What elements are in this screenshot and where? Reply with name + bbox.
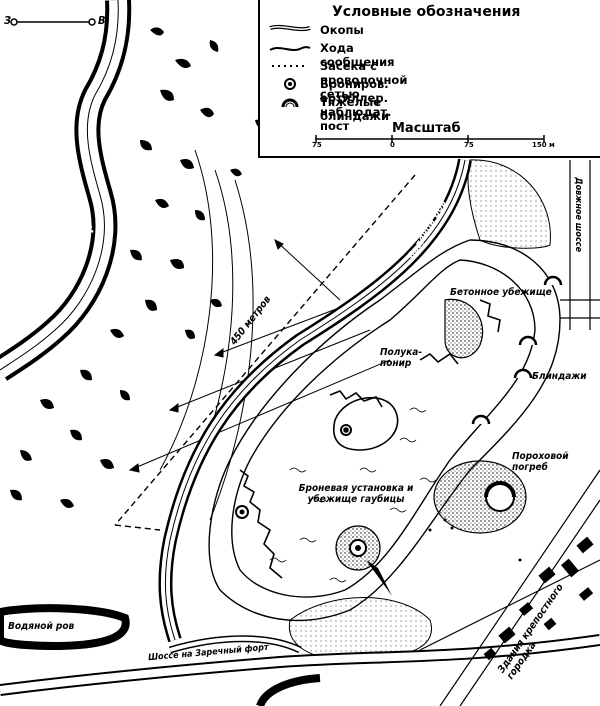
caponier-label: Полука-понир (380, 347, 423, 369)
scale-tick: 0 (390, 141, 395, 149)
dugout-icon (281, 98, 299, 108)
ditch-bottom-label: Водяной ров (8, 621, 75, 632)
trench-lines (239, 299, 501, 579)
legend-title: Условные обозначения (332, 4, 521, 20)
observation-post-icon (284, 78, 296, 90)
compass-east: В (98, 14, 106, 27)
fire-arrows (128, 239, 391, 473)
communication-passage-icon (269, 46, 311, 51)
scale-tick: 75 (312, 141, 322, 149)
water-ditch (158, 158, 472, 643)
distance-line (114, 174, 416, 531)
compass-west: З (4, 14, 12, 27)
dugouts-label: Блиндажи (532, 371, 587, 382)
scale-title: Масштаб (392, 121, 461, 136)
river-bobr (0, 0, 132, 381)
legend-label: Окопы (320, 23, 364, 37)
concrete-shelter (444, 298, 484, 359)
legend: Условные обозначения Окопы Хода сообщени… (258, 0, 600, 158)
legend-label: Засека с проволочной сетью (320, 59, 408, 101)
water-ditch-bottom (0, 604, 130, 651)
pond-top-right (467, 159, 551, 249)
compass (10, 18, 96, 26)
wire-abatis-icon (272, 65, 308, 67)
fortress-buildings (483, 536, 594, 661)
heavy-dugouts (471, 275, 563, 425)
armored-unit-label: Броневая установка и убежище гаубицы (298, 483, 414, 505)
terrain-marks (269, 407, 437, 583)
central-redoubt (333, 396, 399, 451)
scale-bar (315, 135, 545, 143)
marsh-area (10, 27, 265, 508)
legend-label: Хода сообщения (320, 41, 395, 69)
observation-post-left (235, 505, 249, 519)
legend-label: Тяжелые блиндажи (320, 95, 390, 123)
trench-icon (269, 24, 311, 32)
scale-tick: 75 (464, 141, 474, 149)
scale-tick: 150 м (532, 141, 555, 149)
tree-marks (428, 518, 522, 562)
howitzer-unit (335, 525, 392, 596)
powder-magazine (433, 460, 527, 534)
highway-right-label: Довжное шоссе (573, 177, 584, 253)
powder-magazine-label: Пороховой погреб (512, 451, 569, 473)
concrete-shelter-label: Бетонное убежище (450, 287, 552, 298)
bottom-field (288, 597, 432, 661)
legend-label: Брониров. артиллер. наблюдат. пост (320, 77, 392, 133)
